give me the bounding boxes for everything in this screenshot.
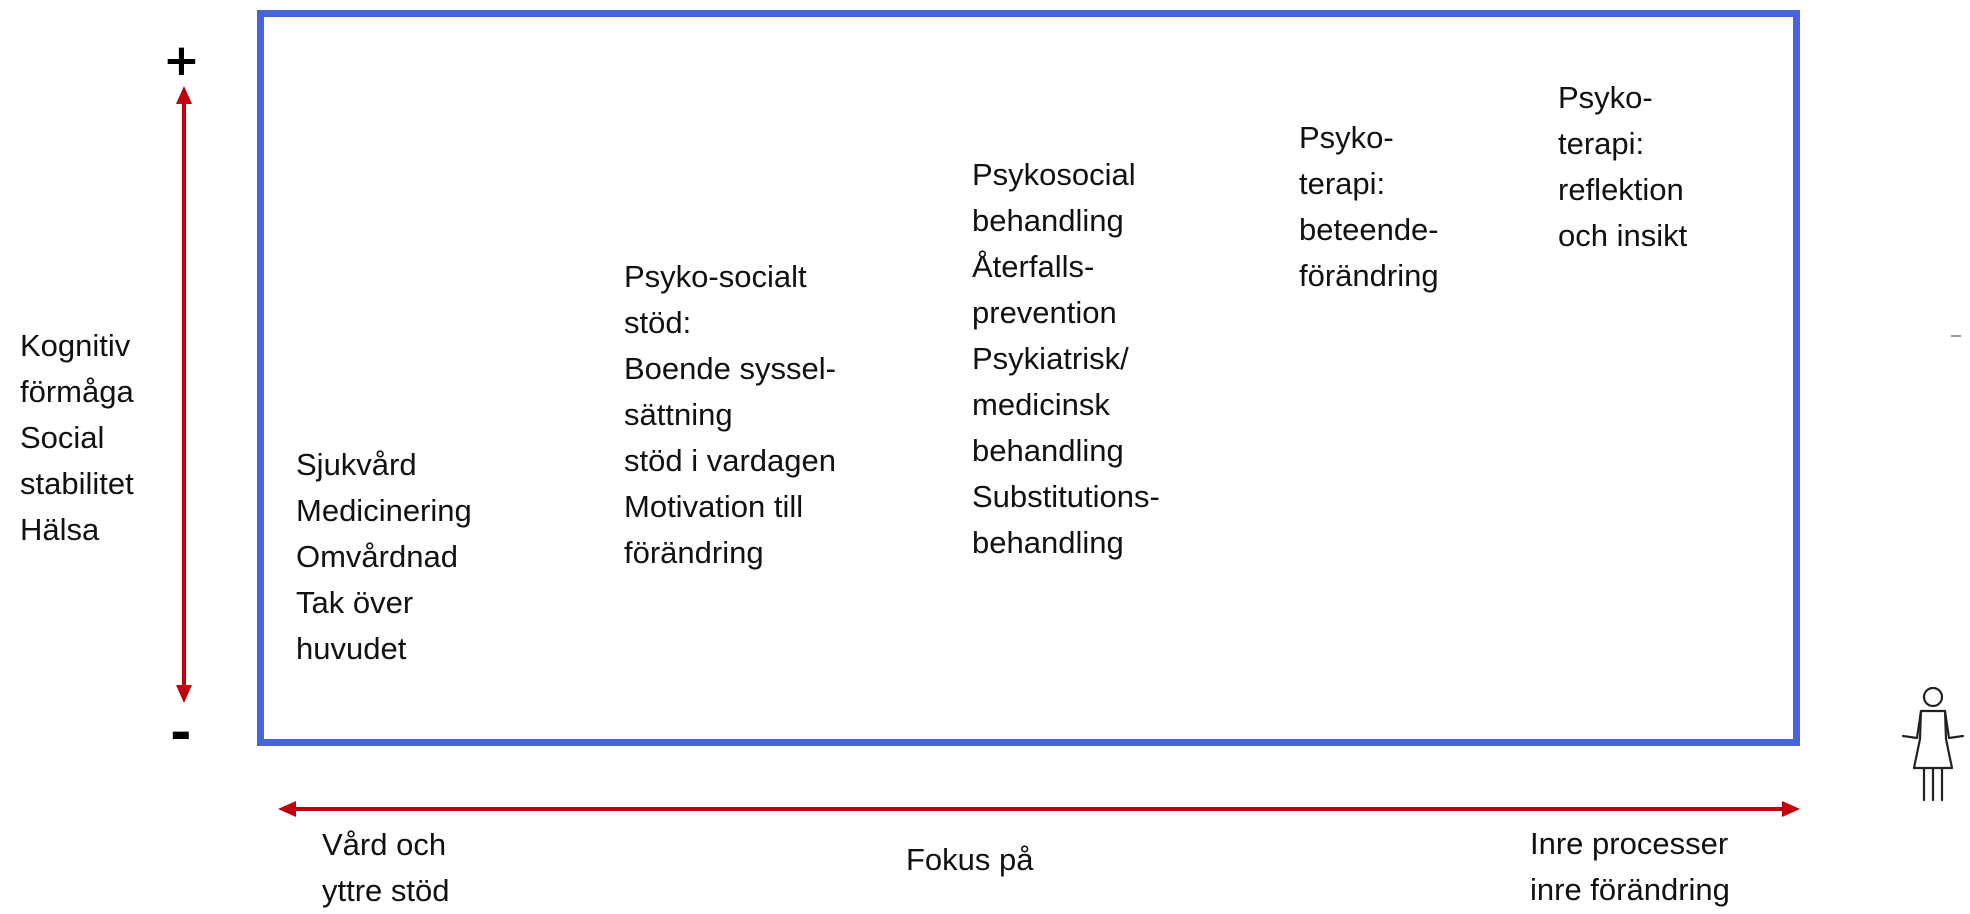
- intervention-psykosocialt-stod: Psyko-socialt stöd: Boende syssel- sättn…: [624, 259, 836, 570]
- y-axis-label: Kognitiv förmåga Social stabilitet Hälsa: [20, 328, 134, 547]
- vertical-axis-arrow: [176, 86, 192, 703]
- horizontal-axis-arrow: [278, 801, 1800, 817]
- intervention-reflektion-insikt: Psyko- terapi: reflektion och insikt: [1558, 80, 1688, 253]
- x-axis-center-label: Fokus på: [906, 842, 1034, 877]
- minus-symbol: -: [170, 703, 192, 763]
- intervention-psykosocial-behandling: Psykosocial behandling Återfalls- preven…: [972, 157, 1160, 560]
- x-axis-right-label: Inre processer inre förändring: [1530, 826, 1730, 907]
- person-icon: [1901, 686, 1965, 802]
- intervention-sjukvard: Sjukvård Medicinering Omvårdnad Tak över…: [296, 447, 472, 666]
- plus-symbol: +: [163, 35, 200, 86]
- intervention-beteendeforandring: Psyko- terapi: beteende- förändring: [1299, 120, 1439, 293]
- intervention-frame: [257, 10, 1800, 746]
- x-axis-left-label: Vård och yttre stöd: [322, 827, 450, 908]
